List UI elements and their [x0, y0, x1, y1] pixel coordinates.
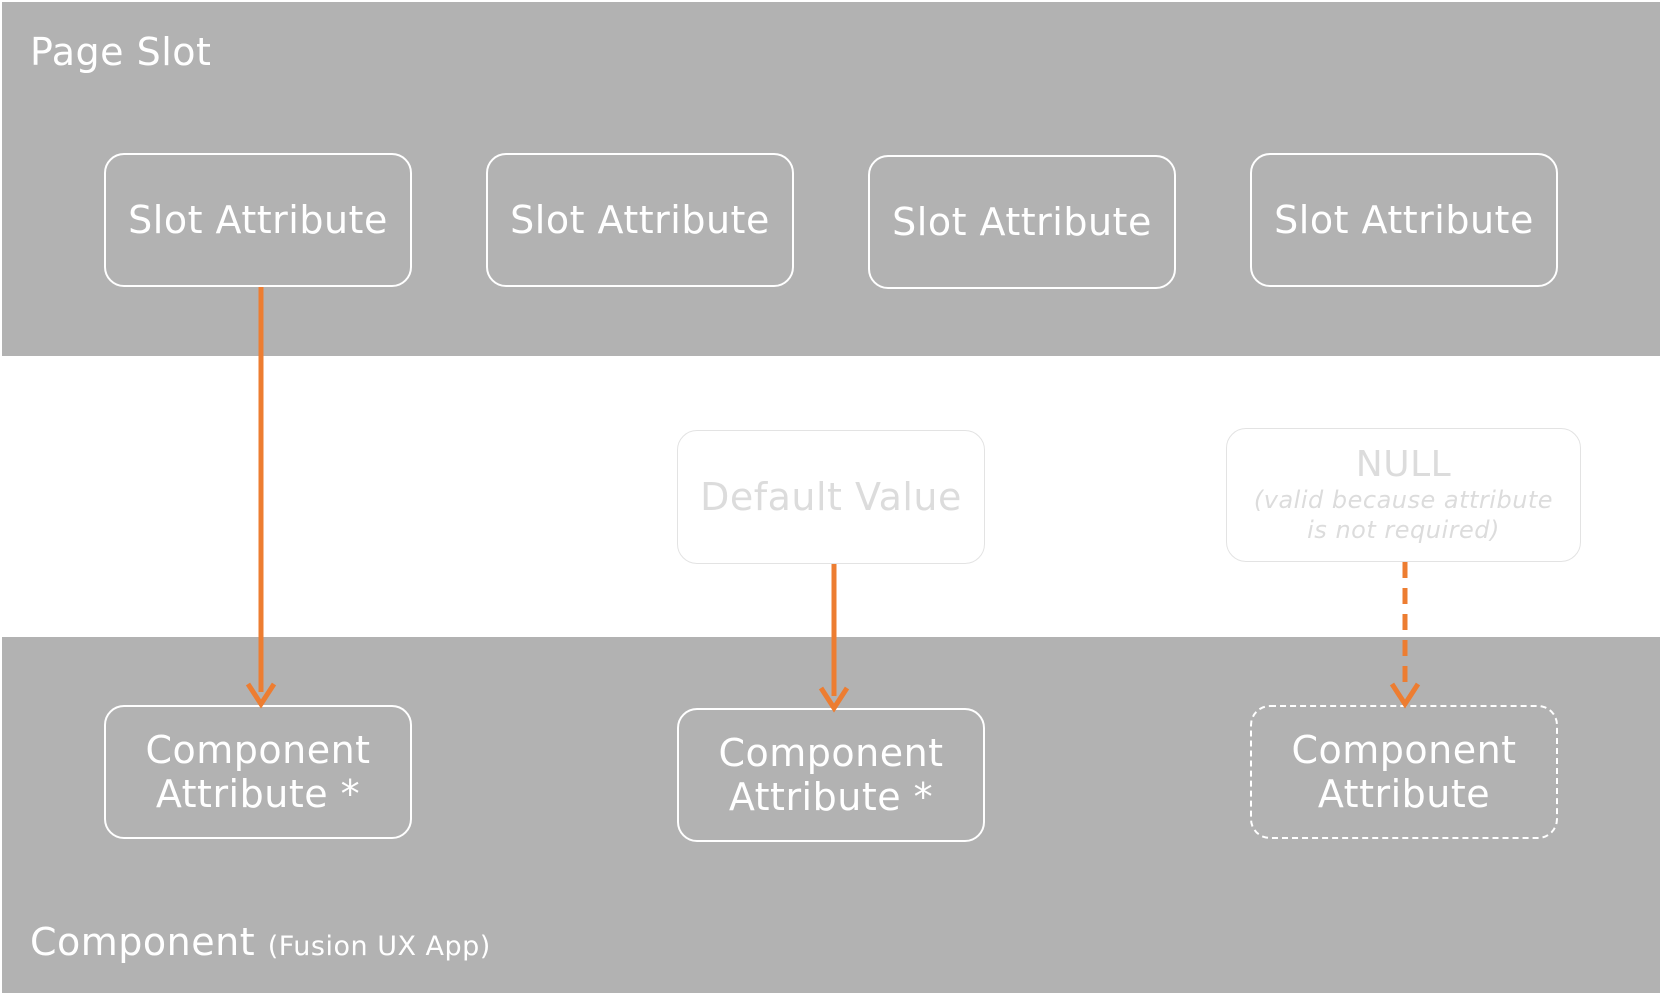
page-slot-band	[2, 2, 1660, 356]
slot-attribute-3-label: Slot Attribute	[892, 200, 1152, 244]
slot-attribute-2: Slot Attribute	[486, 153, 794, 287]
default-value-label: Default Value	[700, 475, 962, 519]
slot-attribute-1-label: Slot Attribute	[128, 198, 388, 242]
component-attribute-3: Component Attribute	[1250, 705, 1558, 839]
arrow-default-to-component	[818, 564, 850, 713]
default-value-box: Default Value	[677, 430, 985, 564]
arrow-null-to-component-dashed	[1389, 562, 1421, 709]
component-attribute-2-line1: Component	[718, 731, 944, 775]
component-attribute-3-line1: Component	[1291, 728, 1517, 772]
arrow-slot-to-component	[245, 287, 277, 709]
slot-attribute-2-label: Slot Attribute	[510, 198, 770, 242]
component-title-subtitle: (Fusion UX App)	[267, 931, 491, 962]
null-box: NULL (valid because attribute is not req…	[1226, 428, 1581, 562]
null-note-line1: (valid because attribute	[1253, 486, 1554, 514]
slot-attribute-1: Slot Attribute	[104, 153, 412, 287]
page-slot-title: Page Slot	[30, 30, 212, 74]
component-attribute-2-line2: Attribute *	[728, 775, 934, 819]
component-title: Component (Fusion UX App)	[30, 920, 491, 964]
component-attribute-1-line2: Attribute *	[155, 772, 361, 816]
slot-attribute-3: Slot Attribute	[868, 155, 1176, 289]
slot-attribute-4-label: Slot Attribute	[1274, 198, 1534, 242]
slot-attribute-4: Slot Attribute	[1250, 153, 1558, 287]
null-note-line2: is not required)	[1307, 516, 1500, 544]
component-band	[2, 637, 1660, 993]
component-attribute-2: Component Attribute *	[677, 708, 985, 842]
component-attribute-1: Component Attribute *	[104, 705, 412, 839]
component-attribute-1-line1: Component	[145, 728, 371, 772]
null-label: NULL	[1355, 444, 1452, 485]
component-attribute-3-line2: Attribute	[1317, 772, 1491, 816]
component-title-main: Component	[30, 920, 256, 964]
